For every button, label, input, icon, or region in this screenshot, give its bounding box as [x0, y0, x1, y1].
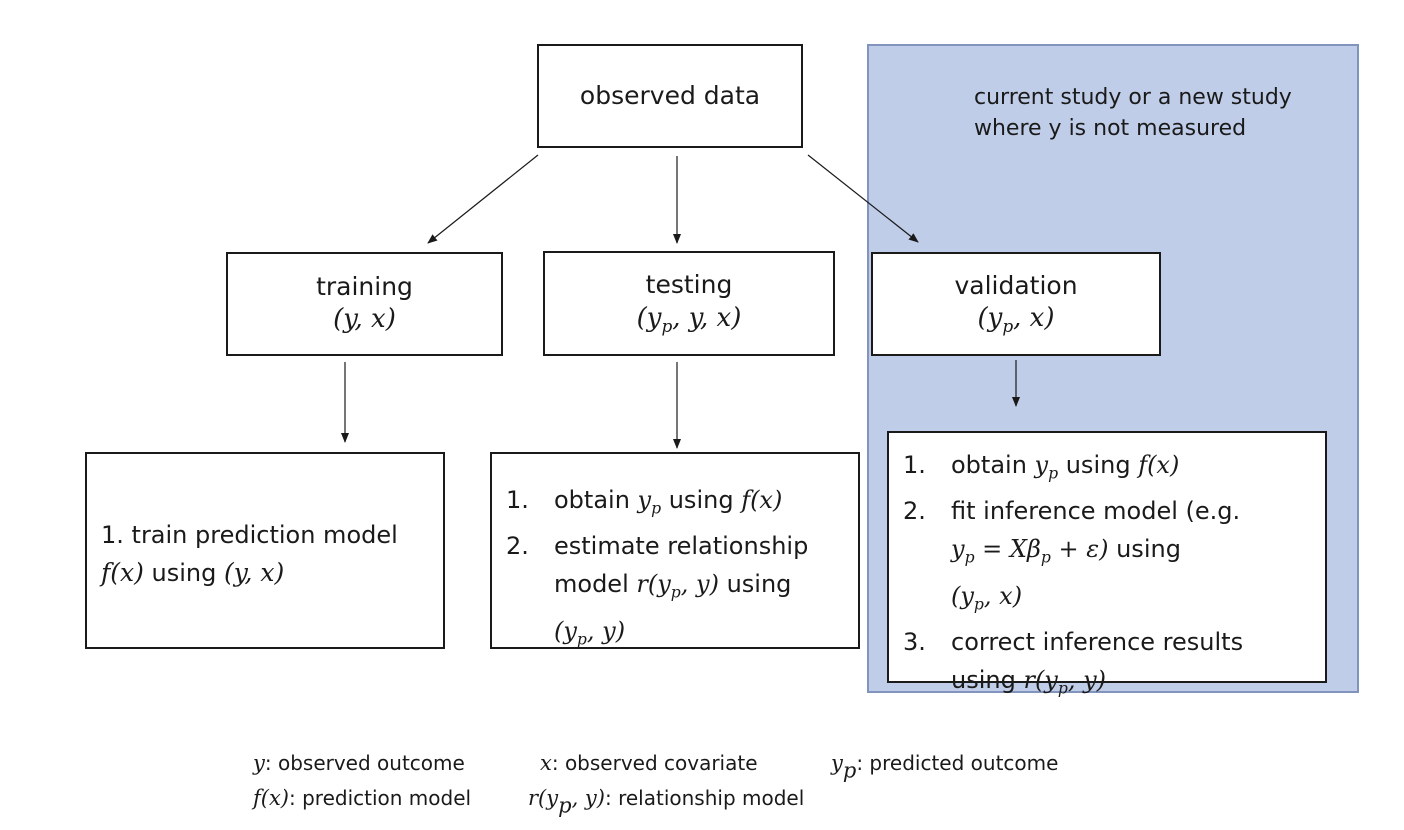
- panel-note: current study or a new study where y is …: [974, 85, 1292, 142]
- observed-data-box: observed data: [537, 44, 803, 148]
- legend-x: x: observed covariate: [540, 751, 758, 775]
- test-step-2: 2. estimate relationship model r(yp, y) …: [506, 532, 809, 649]
- test-step-1: 1. obtain yp using f(x): [506, 486, 783, 518]
- val-step-3: 3. correct inference results using r(yp,…: [903, 628, 1244, 698]
- val-step-1: 1. obtain yp using f(x): [903, 451, 1180, 483]
- test-steps-box: 1. obtain yp using f(x) 2. estimate rela…: [490, 452, 860, 649]
- train-step-1: 1. train prediction model f(x) using (y,…: [101, 521, 398, 587]
- arrow-observed-to-training: [427, 154, 539, 244]
- legend-f: f(x): prediction model: [253, 786, 472, 810]
- val-step-2: 2. fit inference model (e.g. yp = Xβp + …: [903, 497, 1241, 614]
- testing-vars: (yp, y, x): [636, 302, 742, 336]
- validation-box: validation (yp, x): [871, 252, 1161, 356]
- testing-box: testing (yp, y, x): [543, 251, 835, 356]
- validation-vars: (yp, x): [977, 303, 1055, 337]
- training-label: training: [316, 271, 413, 301]
- observed-data-label: observed data: [579, 80, 761, 110]
- training-box: training (y, x): [226, 252, 503, 356]
- legend-r: r(yp, y): relationship model: [528, 786, 805, 818]
- arrow-observed-to-validation: [807, 154, 919, 243]
- legend-y: y: observed outcome: [253, 751, 465, 775]
- val-steps-box: 1. obtain yp using f(x) 2. fit inference…: [887, 431, 1327, 698]
- validation-label: validation: [954, 270, 1078, 300]
- train-model-box: 1. train prediction model f(x) using (y,…: [85, 452, 445, 649]
- testing-label: testing: [645, 270, 733, 300]
- training-vars: (y, x): [333, 304, 396, 335]
- legend-yp: yp: predicted outcome: [831, 751, 1059, 783]
